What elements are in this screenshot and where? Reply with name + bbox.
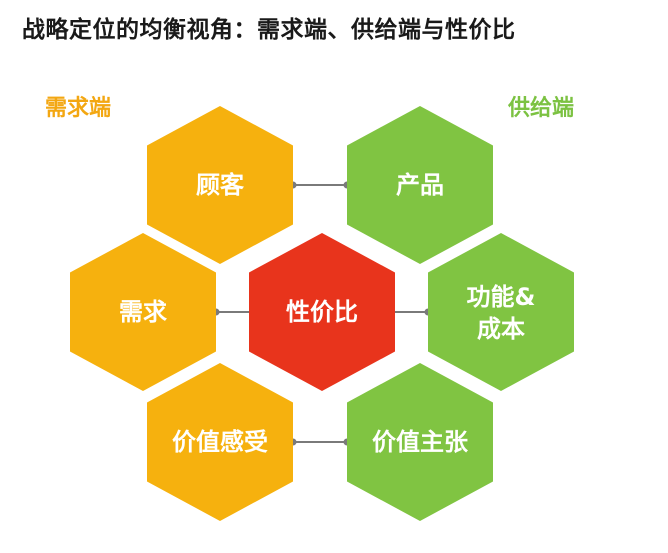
node-value-ratio: 性价比: [286, 298, 358, 326]
node-demand: 需求: [119, 298, 167, 326]
page-title: 战略定位的均衡视角：需求端、供给端与性价比: [22, 17, 516, 43]
node-value-perception: 价值感受: [172, 428, 268, 456]
supply-side-label: 供给端: [508, 96, 575, 121]
hex-value-proposition: [347, 363, 493, 521]
demand-side-label: 需求端: [45, 96, 112, 121]
node-function-cost-line1: 功能&: [467, 283, 536, 311]
hex-function-cost: [428, 233, 574, 391]
node-value-proposition: 价值主张: [372, 428, 469, 456]
node-product: 产品: [396, 171, 444, 199]
hex-demand: [70, 233, 216, 391]
hex-product: [347, 106, 493, 264]
node-customer: 顾客: [196, 171, 245, 199]
hex-customer: [147, 106, 293, 264]
hex-value-perception: [147, 363, 293, 521]
hex-value-ratio: [249, 233, 395, 391]
node-function-cost-line2: 成本: [477, 315, 525, 343]
